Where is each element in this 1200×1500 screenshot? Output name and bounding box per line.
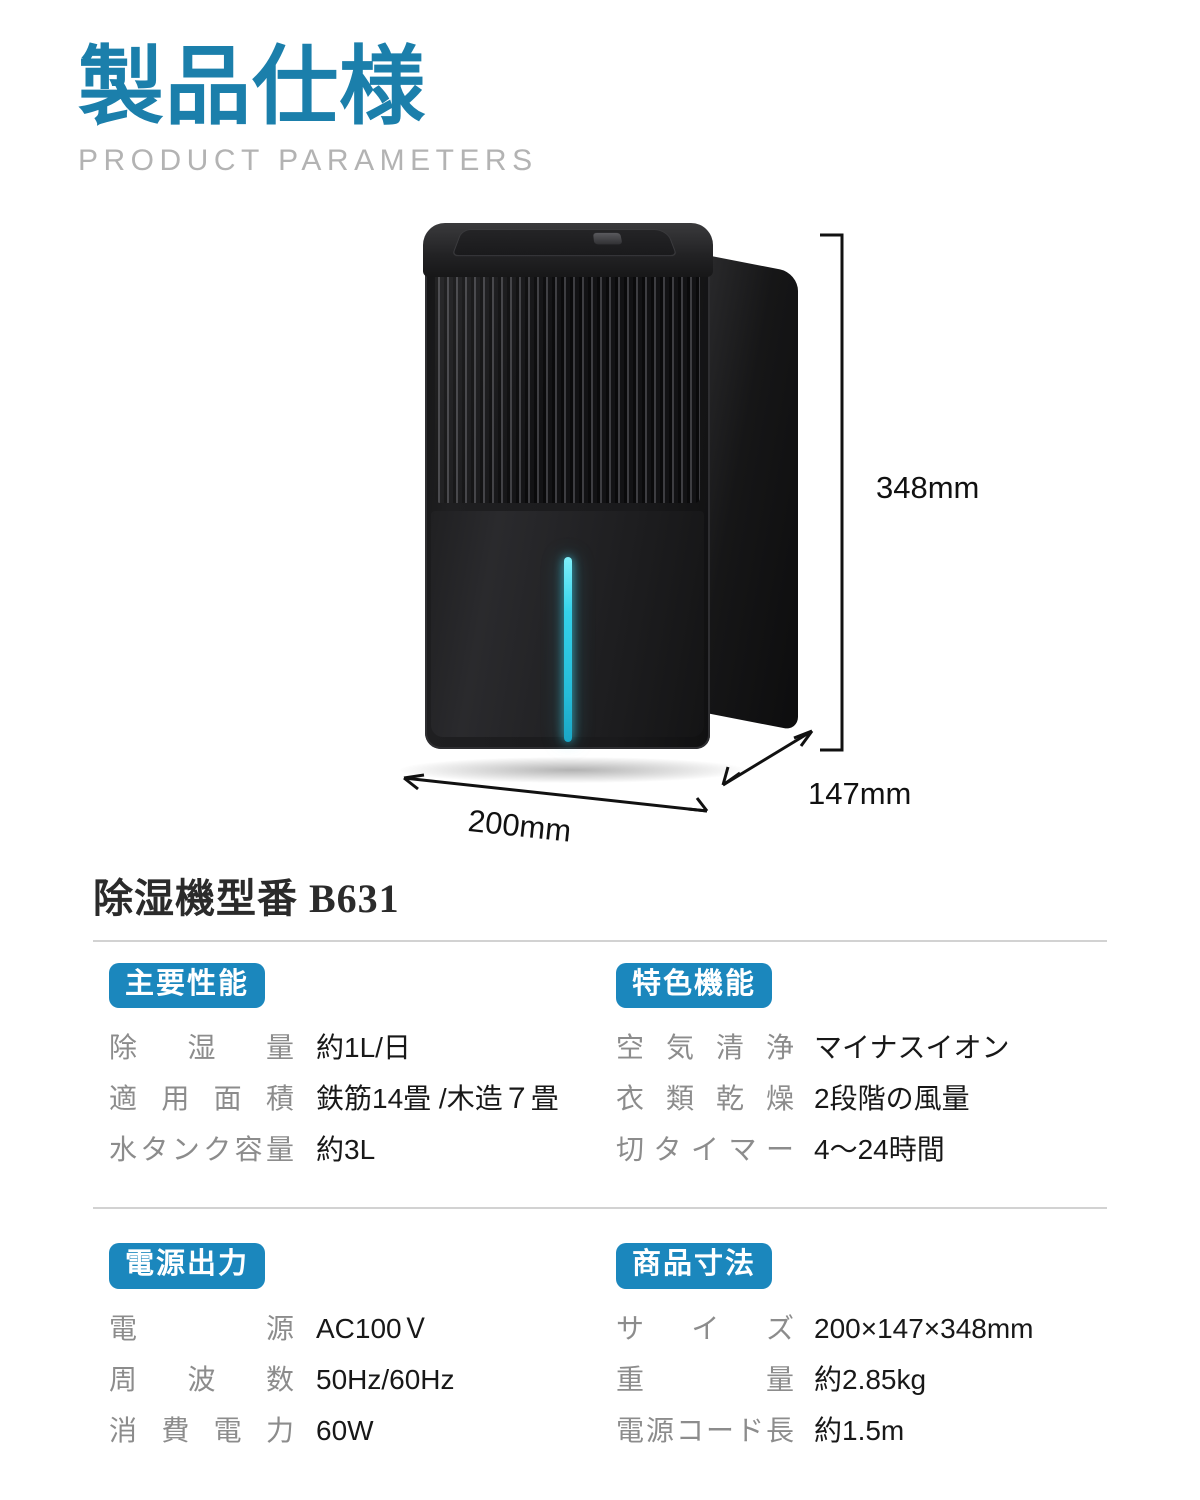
spec-section-product-dimensions: 商品寸法 サイズ 200×147×348mm 重量 約2.85kg 電源コード長… xyxy=(600,1243,1107,1459)
led-indicator-strip xyxy=(563,557,572,742)
air-vent-slats xyxy=(435,261,700,503)
spec-label: 周波数 xyxy=(109,1363,294,1395)
spec-value: 50Hz/60Hz xyxy=(316,1363,455,1395)
spec-item: サイズ 200×147×348mm xyxy=(616,1307,1107,1347)
spec-list-product-dimensions: サイズ 200×147×348mm 重量 約2.85kg 電源コード長 約1.5… xyxy=(616,1307,1107,1449)
model-divider xyxy=(93,940,1107,942)
spec-value: 200×147×348mm xyxy=(814,1312,1034,1344)
spec-item: 空気清浄 マイナスイオン xyxy=(616,1026,1107,1066)
spec-item: 除湿量 約1L/日 xyxy=(109,1026,600,1066)
section-badge-product-dimensions: 商品寸法 xyxy=(616,1243,773,1289)
spec-section-main-performance: 主要性能 除湿量 約1L/日 適用面積 鉄筋14畳 /木造７畳 水タンク容量 約… xyxy=(93,963,600,1179)
spec-list-main-performance: 除湿量 約1L/日 適用面積 鉄筋14畳 /木造７畳 水タンク容量 約3L xyxy=(109,1026,600,1168)
specifications-grid: 主要性能 除湿量 約1L/日 適用面積 鉄筋14畳 /木造７畳 水タンク容量 約… xyxy=(93,963,1107,1460)
spec-list-special-features: 空気清浄 マイナスイオン 衣類乾燥 2段階の風量 切タイマー 4〜24時間 xyxy=(616,1026,1107,1168)
spec-item: 衣類乾燥 2段階の風量 xyxy=(616,1077,1107,1117)
top-air-outlet-plate xyxy=(451,229,678,257)
spec-list-power-output: 電源 AC100Ｖ 周波数 50Hz/60Hz 消費電力 60W xyxy=(109,1307,600,1449)
spec-value: 約1.5m xyxy=(814,1414,905,1446)
spec-label: 衣類乾燥 xyxy=(616,1083,794,1115)
device-top-face xyxy=(423,223,713,277)
spec-value: マイナスイオン xyxy=(814,1032,1010,1064)
spec-label: 空気清浄 xyxy=(616,1032,794,1064)
page-header: 製品仕様 PRODUCT PARAMETERS xyxy=(78,44,538,178)
spec-item: 周波数 50Hz/60Hz xyxy=(109,1358,600,1398)
spec-value: 約2.85kg xyxy=(814,1363,927,1395)
spec-row-top: 主要性能 除湿量 約1L/日 適用面積 鉄筋14畳 /木造７畳 水タンク容量 約… xyxy=(93,963,1107,1179)
top-slider-knob xyxy=(593,232,623,245)
spec-item: 電源コード長 約1.5m xyxy=(616,1409,1107,1449)
spec-label: 除湿量 xyxy=(109,1032,294,1064)
model-block: 除湿機型番 B631 xyxy=(93,866,1107,942)
spec-row-bottom: 電源出力 電源 AC100Ｖ 周波数 50Hz/60Hz 消費電力 60W xyxy=(93,1243,1107,1459)
spec-item: 消費電力 60W xyxy=(109,1409,600,1449)
device-side-face xyxy=(706,255,798,731)
spec-value: 4〜24時間 xyxy=(814,1134,945,1166)
dimension-label-depth: 147mm xyxy=(808,776,912,811)
spec-label: 水タンク容量 xyxy=(109,1134,294,1166)
dehumidifier-device xyxy=(423,223,798,772)
section-badge-power-output: 電源出力 xyxy=(109,1243,266,1289)
spec-label: サイズ xyxy=(616,1312,794,1344)
model-title: 除湿機型番 B631 xyxy=(93,876,400,921)
spec-value: 60W xyxy=(316,1414,374,1446)
product-illustration: 348mm 147mm 200mm xyxy=(0,205,1200,855)
spec-value: 約1L/日 xyxy=(316,1032,411,1064)
spec-value: 約3L xyxy=(316,1134,376,1166)
spec-section-power-output: 電源出力 電源 AC100Ｖ 周波数 50Hz/60Hz 消費電力 60W xyxy=(93,1243,600,1459)
page-subtitle-english: PRODUCT PARAMETERS xyxy=(78,144,538,177)
vent-highlight xyxy=(435,261,700,503)
spec-label: 電源コード長 xyxy=(616,1414,794,1446)
depth-dimension-line xyxy=(721,729,814,787)
spec-label: 重量 xyxy=(616,1363,794,1395)
spec-section-divider xyxy=(93,1207,1107,1210)
spec-section-special-features: 特色機能 空気清浄 マイナスイオン 衣類乾燥 2段階の風量 切タイマー 4〜24… xyxy=(600,963,1107,1179)
spec-value: 鉄筋14畳 /木造７畳 xyxy=(316,1083,559,1115)
spec-value: 2段階の風量 xyxy=(814,1083,970,1115)
spec-label: 切タイマー xyxy=(616,1134,794,1166)
page-title-japanese: 製品仕様 xyxy=(78,39,426,135)
spec-label: 適用面積 xyxy=(109,1083,294,1115)
section-badge-main-performance: 主要性能 xyxy=(109,963,266,1009)
spec-label: 電源 xyxy=(109,1312,294,1344)
height-dimension-line xyxy=(820,233,844,752)
spec-item: 電源 AC100Ｖ xyxy=(109,1307,600,1347)
spec-value: AC100Ｖ xyxy=(316,1312,430,1344)
dimension-label-width: 200mm xyxy=(466,803,573,849)
dimension-label-height: 348mm xyxy=(876,470,980,505)
spec-item: 水タンク容量 約3L xyxy=(109,1128,600,1168)
section-badge-special-features: 特色機能 xyxy=(616,963,773,1009)
spec-label: 消費電力 xyxy=(109,1414,294,1446)
spec-item: 重量 約2.85kg xyxy=(616,1358,1107,1398)
spec-item: 切タイマー 4〜24時間 xyxy=(616,1128,1107,1168)
spec-item: 適用面積 鉄筋14畳 /木造７畳 xyxy=(109,1077,600,1117)
